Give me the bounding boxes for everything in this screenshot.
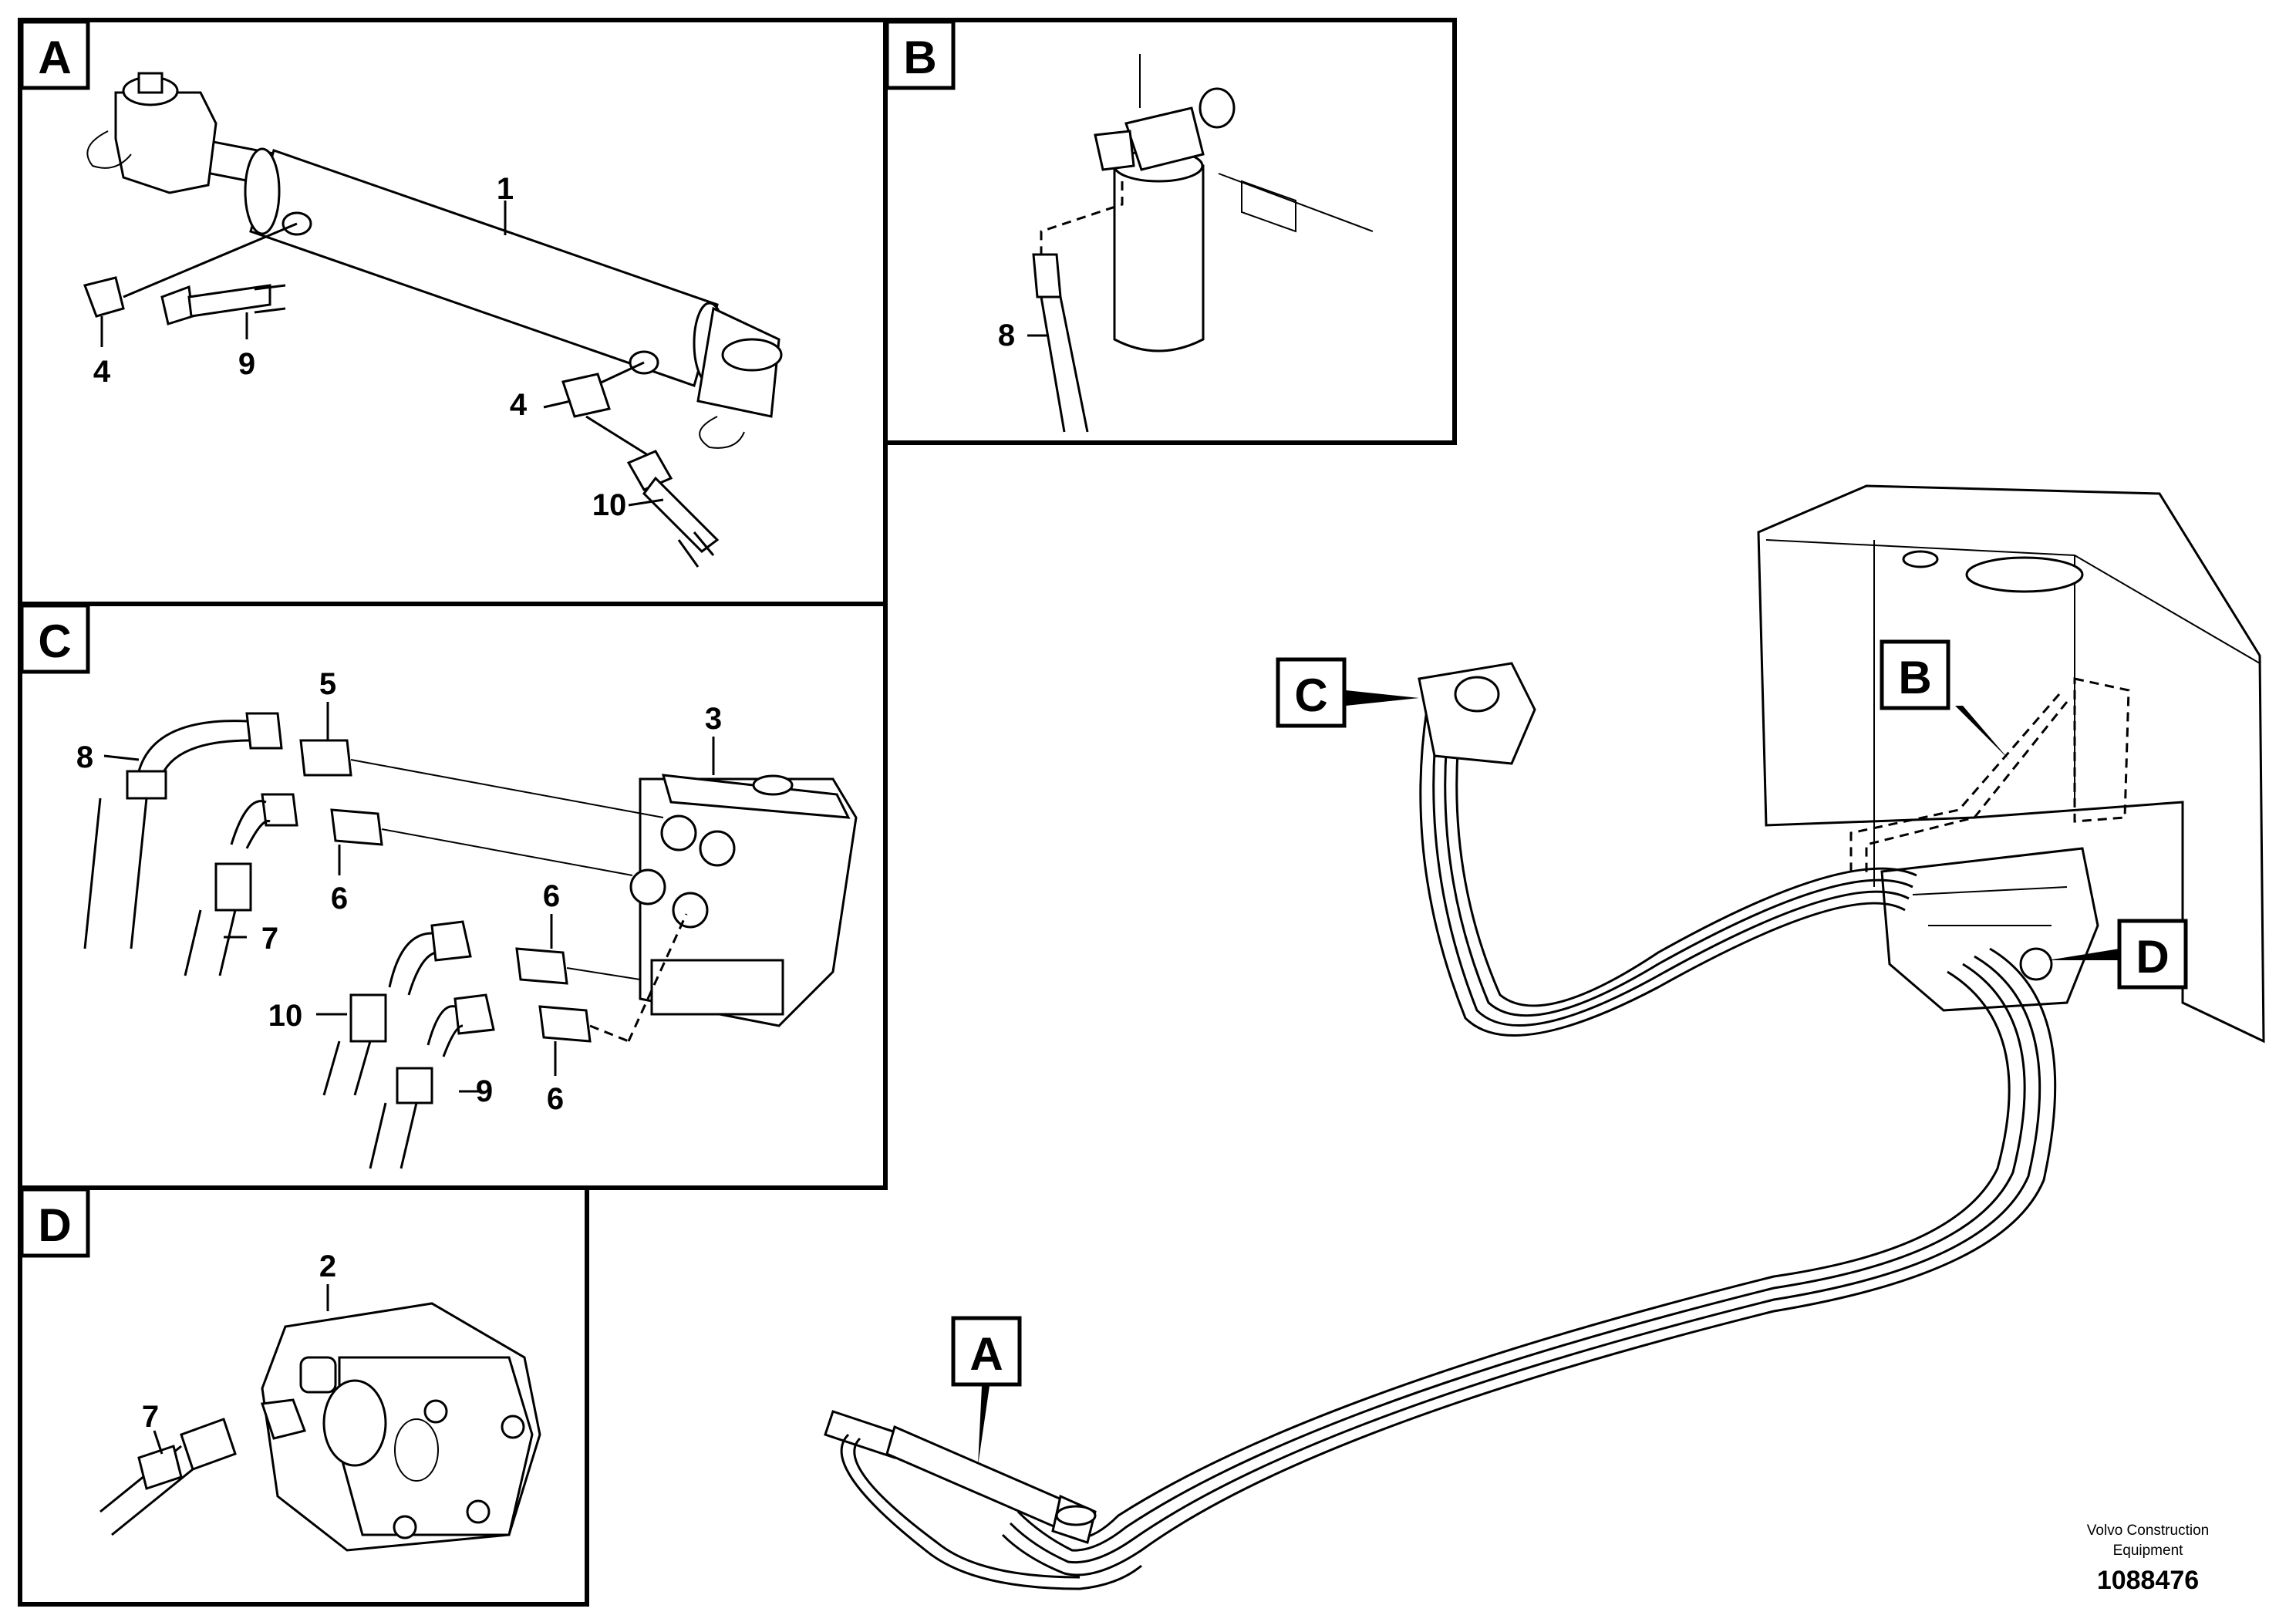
callout-a: A (951, 1316, 1022, 1465)
fitting-6b (515, 947, 568, 985)
part-1-label: 1 (497, 172, 514, 206)
panel-b-label: B (903, 32, 936, 83)
panel-c: C (18, 602, 888, 1190)
panel-a-label-box (19, 19, 90, 90)
footer-doc-number: 1088476 (2097, 1566, 2199, 1595)
callout-a-arrow (978, 1386, 990, 1465)
footer-company-line2: Equipment (2113, 1543, 2184, 1559)
part-7-label-d: 7 (142, 1400, 159, 1434)
callout-c-label: C (1294, 669, 1327, 721)
part-8-label-c: 8 (76, 740, 93, 774)
callout-a-label: A (969, 1328, 1003, 1380)
part-8-label-b: 8 (998, 319, 1015, 352)
panel-c-label-box (19, 603, 90, 674)
steering-cylinder (86, 72, 783, 449)
callout-c-box (1276, 657, 1347, 728)
part-4-label-right: 4 (510, 388, 528, 422)
callout-b-arrow (1955, 706, 2009, 760)
panel-d-label-box (19, 1187, 90, 1258)
part-6-label-3: 6 (547, 1082, 564, 1116)
panel-d: D 2 7 (18, 1185, 589, 1607)
callout-a-box (951, 1316, 1022, 1387)
part-3-label: 3 (705, 702, 722, 736)
machine-overview (824, 484, 2265, 1590)
part-10-label: 10 (592, 488, 627, 522)
part-4-label-left: 4 (93, 355, 111, 389)
callout-c-arrow (1346, 690, 1419, 706)
panel-c-label: C (38, 615, 71, 667)
part-2-label: 2 (319, 1249, 336, 1283)
panel-d-frame (18, 1185, 589, 1607)
part-10-label-c: 10 (268, 999, 303, 1033)
fitting-6a (330, 808, 383, 846)
part-7-label-c: 7 (261, 922, 278, 956)
panel-d-label: D (38, 1199, 71, 1251)
part-9-label-c: 9 (476, 1074, 493, 1108)
callout-d-arrow (2048, 949, 2119, 960)
panel-b-frame (883, 18, 1457, 445)
callout-b-box (1880, 639, 1950, 710)
callout-b: B (1880, 639, 2009, 760)
steering-valve (629, 774, 858, 1027)
footer-company-line1: Volvo Construction (2087, 1523, 2209, 1539)
callout-d-box (2117, 919, 2188, 990)
part-9-label: 9 (238, 347, 255, 381)
panel-a: A (18, 18, 888, 606)
callout-d-label: D (2136, 931, 2169, 983)
panel-b: B 8 (883, 18, 1457, 445)
callout-d: D (2048, 919, 2188, 990)
part-5-label: 5 (319, 667, 336, 701)
fitting-6c (538, 1005, 592, 1043)
part-6-label-2: 6 (543, 879, 560, 913)
panel-b-label-box (885, 19, 956, 90)
return-filter (1032, 54, 1374, 433)
fitting-5 (299, 739, 352, 777)
callout-c: C (1276, 657, 1419, 728)
callout-b-label: B (1898, 652, 1931, 703)
hydraulic-pump (261, 1302, 541, 1552)
part-6-label-1: 6 (331, 882, 348, 916)
panel-a-label: A (38, 32, 71, 83)
